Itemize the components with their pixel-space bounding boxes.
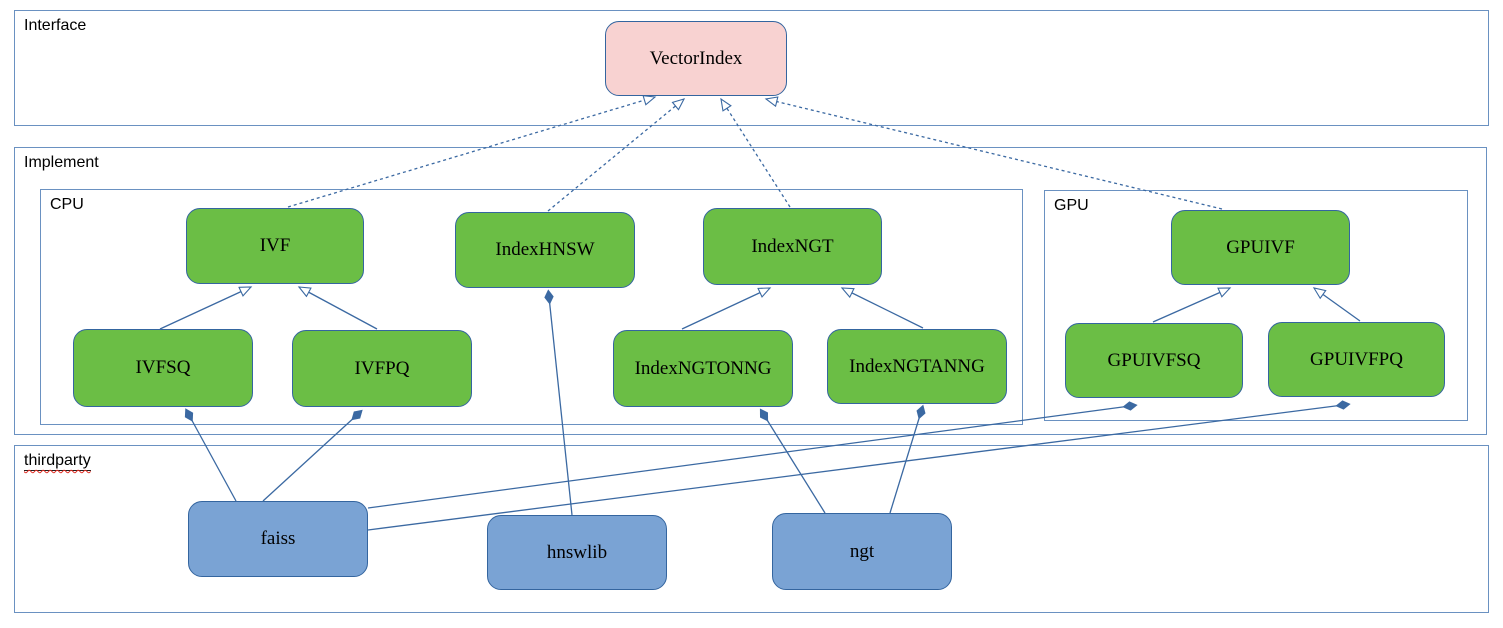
edge-compose-faiss-gpuivfsq bbox=[367, 401, 1138, 509]
edge-compose-faiss-gpuivfpq bbox=[367, 400, 1351, 531]
node-ivfpq[interactable]: IVFPQ bbox=[292, 330, 472, 407]
thirdparty-misspelling-squiggle: thirdparty bbox=[24, 452, 91, 469]
edge-realize-indexngt-vectorindex bbox=[721, 99, 791, 208]
edge-compose-faiss-ivfsq bbox=[184, 408, 237, 502]
container-implement[interactable]: Implement bbox=[14, 147, 1487, 435]
node-gpuivfpq[interactable]: GPUIVFPQ bbox=[1268, 322, 1445, 397]
node-indexngtonng-label: IndexNGTONNG bbox=[634, 357, 772, 379]
node-indexhnsw-label: IndexHNSW bbox=[495, 239, 595, 260]
edge-generalize-ivfsq-ivf bbox=[159, 286, 251, 330]
node-hnswlib[interactable]: hnswlib bbox=[487, 515, 667, 590]
edge-generalize-gpuivfpq-gpuivf bbox=[1314, 288, 1361, 322]
edge-generalize-indexngtonng-indexngt bbox=[681, 288, 770, 330]
node-indexngtanng[interactable]: IndexNGTANNG bbox=[827, 329, 1007, 404]
node-indexngt[interactable]: IndexNGT bbox=[703, 208, 882, 285]
node-vectorindex-label: VectorIndex bbox=[649, 47, 743, 69]
node-ngt[interactable]: ngt bbox=[772, 513, 952, 590]
node-gpuivfpq-label: GPUIVFPQ bbox=[1310, 348, 1403, 370]
edge-compose-faiss-ivfpq bbox=[262, 409, 363, 502]
node-hnswlib-label: hnswlib bbox=[546, 541, 608, 563]
edge-generalize-gpuivfsq-gpuivf bbox=[1152, 287, 1230, 323]
node-ivfsq[interactable]: IVFSQ bbox=[73, 329, 253, 407]
node-gpuivfsq-label: GPUIVFSQ bbox=[1107, 349, 1201, 371]
container-implement-label: Implement bbox=[24, 154, 99, 171]
edge-realize-gpuivf-vectorindex bbox=[766, 99, 1223, 210]
node-ivf-label: IVF bbox=[259, 235, 291, 256]
edge-generalize-indexngtanng-indexngt bbox=[842, 288, 924, 329]
container-gpu[interactable]: GPU bbox=[1044, 190, 1468, 421]
edge-compose-ngt-indexngtanng bbox=[889, 404, 926, 514]
node-gpuivf-label: GPUIVF bbox=[1226, 236, 1295, 258]
node-ivfsq-label: IVFSQ bbox=[135, 357, 191, 378]
node-vectorindex[interactable]: VectorIndex bbox=[605, 21, 787, 96]
node-gpuivf[interactable]: GPUIVF bbox=[1171, 210, 1350, 285]
node-ngt-label: ngt bbox=[849, 540, 875, 562]
edge-realize-indexhnsw-vectorindex bbox=[547, 99, 684, 212]
container-cpu[interactable]: CPU bbox=[40, 189, 1023, 425]
node-gpuivfsq[interactable]: GPUIVFSQ bbox=[1065, 323, 1243, 398]
container-interface[interactable]: Interface bbox=[14, 10, 1489, 126]
edge-compose-hnswlib-indexhnsw bbox=[544, 289, 573, 516]
node-faiss-label: faiss bbox=[260, 528, 296, 549]
node-faiss[interactable]: faiss bbox=[188, 501, 368, 577]
container-gpu-label: GPU bbox=[1054, 197, 1089, 214]
node-ivfpq-label: IVFPQ bbox=[354, 357, 410, 379]
container-cpu-label: CPU bbox=[50, 196, 84, 213]
edge-generalize-ivfpq-ivf bbox=[299, 287, 378, 330]
node-indexhnsw[interactable]: IndexHNSW bbox=[455, 212, 635, 288]
node-ivf[interactable]: IVF bbox=[186, 208, 364, 284]
container-interface-label: Interface bbox=[24, 17, 87, 34]
node-indexngtanng-label: IndexNGTANNG bbox=[849, 355, 985, 377]
edge-compose-ngt-indexngtonng bbox=[759, 408, 826, 514]
container-thirdparty-label: thirdparty bbox=[24, 452, 91, 471]
edge-realize-ivf-vectorindex bbox=[287, 97, 655, 208]
node-indexngtonng[interactable]: IndexNGTONNG bbox=[613, 330, 793, 407]
node-indexngt-label: IndexNGT bbox=[751, 235, 834, 257]
container-thirdparty[interactable]: thirdparty bbox=[14, 445, 1489, 613]
